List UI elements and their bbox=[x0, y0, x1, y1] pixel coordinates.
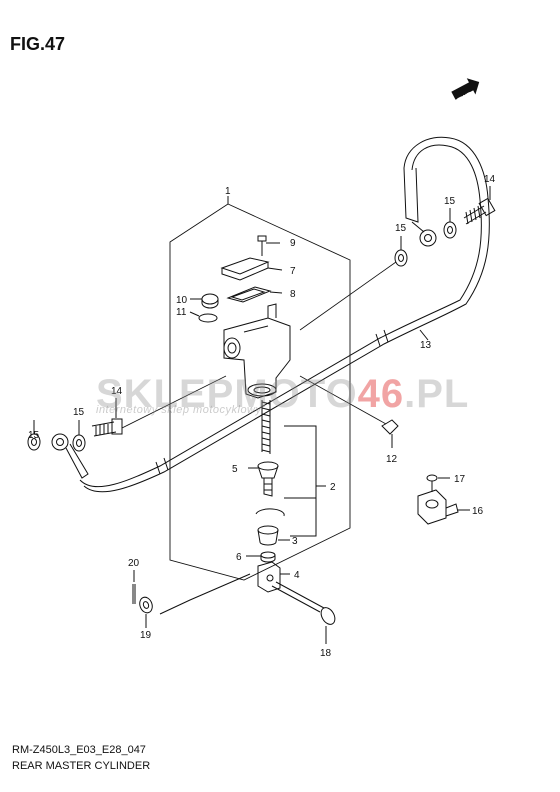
part-15-washer-upper-left-icon bbox=[394, 236, 408, 267]
callout-14-upper: 14 bbox=[484, 174, 496, 185]
callout-15-upper-left: 15 bbox=[395, 223, 407, 234]
part-2-piston-spring-icon bbox=[261, 400, 271, 454]
snap-ring-icon bbox=[255, 508, 285, 517]
callout-1: 1 bbox=[225, 186, 231, 197]
callout-3: 3 bbox=[292, 536, 298, 547]
callout-11: 11 bbox=[176, 307, 187, 318]
callout-17: 17 bbox=[454, 474, 466, 485]
part-12-bolt-icon bbox=[299, 375, 399, 448]
part-16-hose-guide-icon bbox=[417, 489, 470, 525]
part-18-pin-icon bbox=[271, 581, 336, 644]
part-10-plug-icon bbox=[190, 293, 219, 309]
figure-title: FIG.47 bbox=[10, 34, 66, 54]
part-14-banjo-bolt-lower-icon bbox=[91, 398, 123, 437]
lower-banjo-fitting-icon bbox=[51, 433, 89, 479]
part-2-bracket-line bbox=[284, 425, 326, 537]
callout-18: 18 bbox=[320, 648, 332, 659]
watermark-tagline: internetowy sklep motocyklowy bbox=[96, 404, 262, 416]
callout-15-lower-mid: 15 bbox=[73, 407, 85, 418]
part-14-banjo-bolt-upper-icon bbox=[463, 186, 496, 225]
callout-15-lower-left: 15 bbox=[28, 430, 40, 441]
fwd-arrow-icon bbox=[451, 78, 480, 100]
part-11-oring-icon bbox=[189, 311, 218, 323]
part-17-screw-icon bbox=[426, 474, 450, 492]
part-20-cotter-pin-icon bbox=[132, 570, 136, 604]
callout-20: 20 bbox=[128, 558, 140, 569]
part-7-cap-icon bbox=[220, 257, 283, 281]
assembly-outline bbox=[169, 203, 351, 581]
callout-8: 8 bbox=[290, 289, 296, 300]
part-4-clevis-icon bbox=[257, 561, 290, 593]
part-6-nut-icon bbox=[246, 551, 276, 563]
part-13-brake-hose bbox=[79, 136, 490, 493]
upper-banjo-fitting-icon bbox=[403, 167, 437, 247]
watermark-brand-b: 46 bbox=[357, 372, 405, 416]
watermark-brand-a: SKLEPMOTO bbox=[96, 372, 358, 416]
part-3-boot-icon bbox=[257, 525, 290, 546]
callout-16: 16 bbox=[472, 506, 484, 517]
callout-13: 13 bbox=[420, 340, 432, 351]
watermark-brand: SKLEPMOTO46.PL bbox=[96, 372, 469, 417]
callout-19: 19 bbox=[140, 630, 152, 641]
part-19-washer-icon bbox=[139, 573, 251, 628]
callout-10: 10 bbox=[176, 295, 188, 306]
callout-4: 4 bbox=[294, 570, 300, 581]
part-15-washer-lower-mid-icon bbox=[72, 420, 86, 452]
master-cylinder-body bbox=[223, 303, 291, 399]
diagram-name: REAR MASTER CYLINDER bbox=[12, 760, 151, 772]
callout-5: 5 bbox=[232, 464, 238, 475]
part-8-diaphragm-icon bbox=[226, 286, 283, 303]
callout-15-upper-right: 15 bbox=[444, 196, 456, 207]
part-15-washer-upper-right-icon bbox=[443, 208, 457, 239]
callout-labels: 1 9 7 8 10 11 2 5 3 6 4 12 13 14 15 15 1… bbox=[28, 174, 496, 659]
callout-9: 9 bbox=[290, 238, 296, 249]
part-9-screw-icon bbox=[257, 235, 280, 256]
callout-6: 6 bbox=[236, 552, 242, 563]
callout-7: 7 bbox=[290, 266, 296, 277]
callout-2: 2 bbox=[330, 482, 336, 493]
callout-14-lower: 14 bbox=[111, 386, 123, 397]
part-5-piston-icon bbox=[248, 461, 279, 497]
part-15-washer-lower-left-icon bbox=[27, 420, 41, 451]
watermark-brand-c: .PL bbox=[404, 372, 470, 416]
diagram-code: RM-Z450L3_E03_E28_047 bbox=[12, 744, 146, 756]
callout-12: 12 bbox=[386, 454, 398, 465]
